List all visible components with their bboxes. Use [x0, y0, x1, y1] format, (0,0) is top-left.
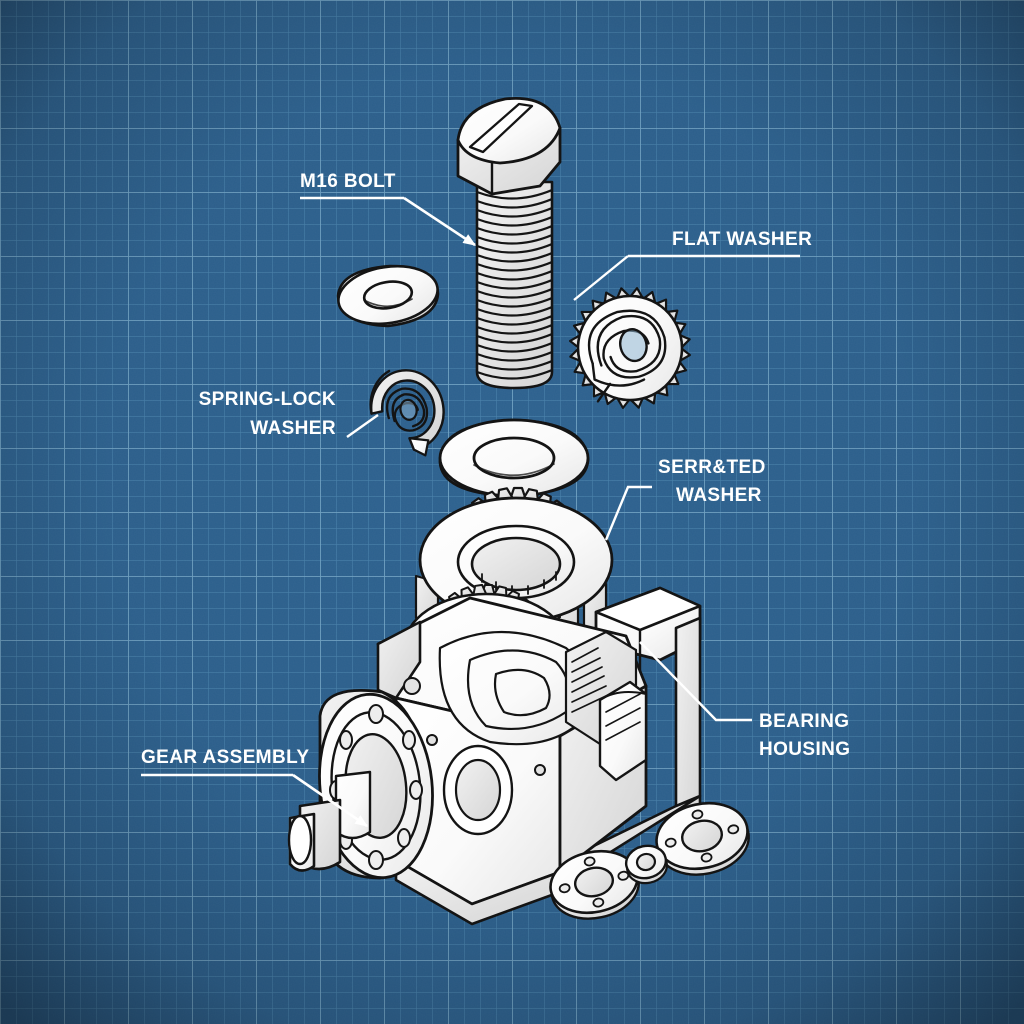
- serrated-washer-coils: [587, 309, 667, 387]
- callout-flat-washer-label: FLAT WASHER: [672, 229, 812, 250]
- callout-gear-assembly[interactable]: GEAR ASSEMBLY: [141, 747, 369, 828]
- callout-spring-lock-washer[interactable]: SPRING-LOCK WASHER: [199, 389, 379, 439]
- part-flat-washer-large: [438, 418, 590, 498]
- flange-plate-b-bore: [680, 819, 724, 853]
- output-shaft-end-face: [287, 814, 313, 866]
- serrated-washer-split: [596, 382, 612, 403]
- bolt-head-slot: [468, 102, 534, 154]
- gearbox-bolt-hole-1: [426, 734, 438, 746]
- callout-serrated-washer-label-line2: WASHER: [676, 485, 762, 506]
- gearbox-bolt-hole-3: [403, 677, 421, 695]
- bolt-threads: [477, 188, 552, 380]
- gearbox-front-bore-inner: [454, 758, 502, 822]
- callout-serrated-washer-label-line1: SERR&TED: [658, 457, 766, 478]
- callout-serrated-washer-leader: [604, 485, 652, 541]
- callout-serrated-washer[interactable]: SERR&TED WASHER: [604, 457, 766, 541]
- callout-flat-washer[interactable]: FLAT WASHER: [573, 229, 812, 301]
- spring-lock-bore: [399, 398, 418, 421]
- small-washer-bore: [635, 852, 657, 872]
- callout-bearing-housing[interactable]: BEARING HOUSING: [639, 641, 850, 760]
- callout-m16-bolt[interactable]: M16 BOLT: [300, 171, 477, 247]
- callout-bearing-housing-label-line1: BEARING: [759, 711, 849, 732]
- callout-m16-bolt-leader: [403, 196, 477, 247]
- part-flange-bearing: [287, 689, 434, 880]
- flat-washer-large-bore: [472, 436, 556, 480]
- callout-spring-lock-washer-leader: [346, 414, 379, 438]
- bearing-housing-top-face: [594, 586, 702, 632]
- main-gear-bore: [470, 536, 562, 592]
- main-gear-spline: [481, 571, 557, 595]
- part-gearbox-body: [376, 596, 648, 926]
- callout-spring-lock-washer-label-line2: WASHER: [250, 418, 336, 439]
- flat-washer-small-bore: [362, 280, 414, 310]
- spring-lock-outer-edge: [369, 369, 391, 415]
- callout-spring-lock-washer-label-line1: SPRING-LOCK: [199, 389, 336, 410]
- spring-lock-ring-gap: [408, 437, 430, 457]
- gearbox-bolt-hole-2: [534, 764, 546, 776]
- part-flange-plate-b: [655, 801, 750, 876]
- serrated-washer-bore: [619, 328, 648, 363]
- callout-m16-bolt-label: M16 BOLT: [300, 171, 396, 192]
- flange-plate-a-holes: [558, 856, 630, 908]
- gearbox-bearing-barrel: [598, 680, 648, 782]
- flat-washer-small-face: [337, 264, 439, 326]
- part-m16-bolt: [456, 96, 562, 390]
- part-serrated-washer: [569, 287, 691, 409]
- part-small-washer: [624, 844, 668, 885]
- callout-gear-assembly-leader: [292, 773, 369, 828]
- callout-bearing-housing-label-line2: HOUSING: [759, 739, 850, 760]
- callout-gear-assembly-label: GEAR ASSEMBLY: [141, 747, 310, 768]
- part-spring-lock-washer: [369, 369, 445, 457]
- callout-bearing-housing-leader: [639, 641, 752, 722]
- callout-flat-washer-leader: [573, 255, 629, 301]
- flange-plate-b-holes: [664, 809, 740, 863]
- part-flat-washer-small: [336, 264, 440, 328]
- flange-plate-a-bore: [573, 866, 615, 898]
- part-flange-plate-a: [549, 849, 640, 920]
